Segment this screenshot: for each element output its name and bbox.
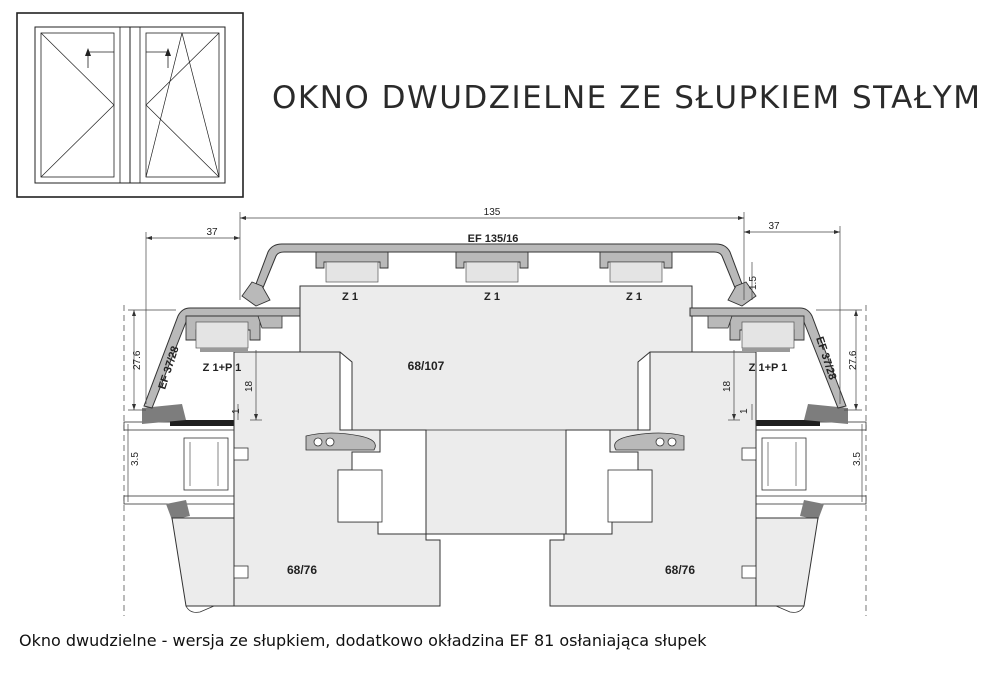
label-profile-top: EF 135/16 [468,233,519,245]
dim-left-glass: 3.5 [130,452,141,466]
label-sash-left: 68/76 [287,563,317,577]
dim-left-18: 18 [244,380,255,392]
caption: Okno dwudzielne - wersja ze słupkiem, do… [19,631,707,650]
glazing-right [755,420,867,505]
window-elevation-icon [16,12,244,198]
label-seal-left: Z 1 [342,291,358,303]
label-seal-center: Z 1 [484,291,500,303]
center-mullion [299,285,693,535]
dim-left-1: 1 [231,408,242,414]
label-right-cover: EF 37/28 [813,335,838,381]
dim-right-top: 37 [768,221,780,232]
dim-right-height: 27.6 [848,350,859,370]
dim-right-1: 1 [739,408,750,414]
dim-right-glass: 3.5 [852,452,863,466]
dim-left-top: 37 [206,227,218,238]
glazing-left [123,420,235,505]
dim-right-18: 18 [722,380,733,392]
dim-overall: 135 [484,207,501,218]
label-seal-right: Z 1 [626,291,642,303]
page-title: OKNO DWUDZIELNE ZE SŁUPKIEM STAŁYM [272,80,982,116]
label-left-seal: Z 1+P 1 [203,362,242,374]
label-center-profile: 68/107 [408,359,445,373]
label-sash-right: 68/76 [665,563,695,577]
dim-left-height: 27.6 [132,350,143,370]
dim-gap: 1.5 [748,276,759,290]
label-right-seal: Z 1+P 1 [749,362,788,374]
